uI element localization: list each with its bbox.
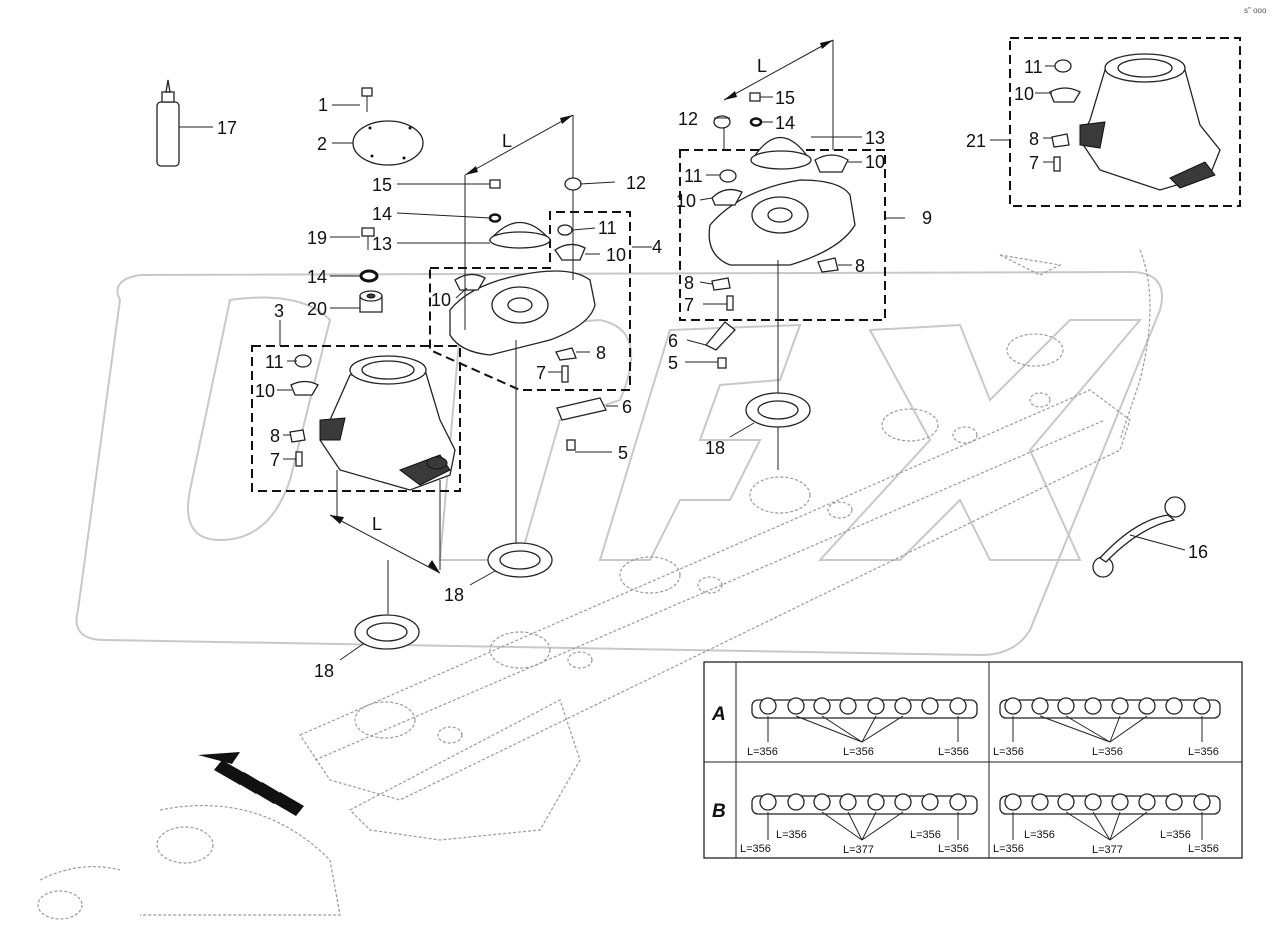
- callout-10: 10: [255, 381, 275, 401]
- part-16-ring-spanner: [1092, 496, 1186, 578]
- dimension-label-l: L: [372, 514, 382, 534]
- leader-lines: [277, 65, 1055, 460]
- part-18-ring-left: [339, 560, 420, 661]
- cutter-bar: [37, 249, 1151, 920]
- callout-11: 11: [684, 166, 703, 186]
- b2-left-top-length: L=356: [1024, 829, 1055, 841]
- configuration-table: A B L=356 L=356 L=356 L=356: [703, 661, 1243, 859]
- travel-direction-arrow: [198, 752, 304, 816]
- assembly-4-middle-disc: [429, 114, 652, 545]
- callout-18: 18: [705, 438, 725, 458]
- config-a2-diagram: [999, 697, 1221, 743]
- callout-8: 8: [684, 273, 694, 293]
- callout-12: 12: [678, 109, 698, 129]
- cutter-bar-discs: [37, 333, 1064, 920]
- callout-7: 7: [684, 295, 694, 315]
- b2-mid-length: L=377: [1092, 844, 1123, 856]
- part-2-cover-plate: [332, 120, 424, 166]
- b2-right-top-length: L=356: [1160, 829, 1191, 841]
- a1-mid-length: L=356: [843, 746, 874, 758]
- b2-right-bottom-length: L=356: [1188, 843, 1219, 855]
- config-b1-diagram: [751, 793, 978, 841]
- callout-14: 14: [307, 267, 327, 287]
- b1-mid-length: L=377: [843, 844, 874, 856]
- callout-20: 20: [307, 299, 327, 319]
- callout-3: 3: [274, 301, 284, 321]
- callout-13: 13: [865, 128, 885, 148]
- part-14-washer: [330, 269, 379, 283]
- callout-8: 8: [270, 426, 280, 446]
- callout-8: 8: [855, 256, 865, 276]
- a2-left-length: L=356: [993, 746, 1024, 758]
- callout-19: 19: [307, 228, 327, 248]
- callout-9: 9: [922, 208, 932, 228]
- callout-21: 21: [966, 131, 986, 151]
- callout-6: 6: [622, 397, 632, 417]
- callout-14: 14: [372, 204, 392, 224]
- callout-8: 8: [596, 343, 606, 363]
- part-17-sealant-tube: [156, 79, 213, 167]
- a2-mid-length: L=356: [1092, 746, 1123, 758]
- part-18-ring-right: [729, 392, 811, 438]
- row-label-a: A: [711, 704, 726, 725]
- callout-1: 1: [318, 95, 328, 115]
- config-b2-diagram: [999, 793, 1221, 841]
- callout-10: 10: [676, 191, 696, 211]
- callout-7: 7: [270, 450, 280, 470]
- b1-left-bottom-length: L=356: [740, 843, 771, 855]
- callout-15: 15: [775, 88, 795, 108]
- a1-right-length: L=356: [938, 746, 969, 758]
- part-19-bolt: [330, 227, 375, 250]
- callout-17: 17: [217, 118, 237, 138]
- callout-10: 10: [865, 152, 885, 172]
- callout-8: 8: [1029, 129, 1039, 149]
- a2-right-length: L=356: [1188, 746, 1219, 758]
- callout-labels: 17 1 2 15 12 14 11 19 13 10 4 14 10 20 3…: [217, 6, 1267, 681]
- assembly-3-left-housing: [251, 320, 461, 574]
- watermark-logo: [75, 270, 1163, 657]
- callout-11: 11: [265, 352, 284, 372]
- callout-11: 11: [598, 218, 617, 238]
- callout-7: 7: [536, 363, 546, 383]
- assembly-21-housing-kit: [990, 37, 1241, 207]
- dimension-label-l: L: [502, 131, 512, 151]
- callout-14: 14: [775, 113, 795, 133]
- callout-12: 12: [626, 173, 646, 193]
- part-1-bolt: [332, 87, 373, 112]
- b1-right-top-length: L=356: [910, 829, 941, 841]
- callout-10: 10: [431, 290, 451, 310]
- callout-18: 18: [314, 661, 334, 681]
- dimension-label-l: L: [757, 56, 767, 76]
- callout-2: 2: [317, 134, 327, 154]
- part-12-nut: [564, 177, 582, 191]
- b1-right-bottom-length: L=356: [938, 843, 969, 855]
- callout-15: 15: [372, 175, 392, 195]
- callout-10: 10: [1014, 84, 1034, 104]
- callout-13: 13: [372, 234, 392, 254]
- callout-16: 16: [1188, 542, 1208, 562]
- callout-7: 7: [1029, 153, 1039, 173]
- row-label-b: B: [712, 801, 726, 822]
- part-18-ring-middle: [469, 542, 553, 586]
- callout-4: 4: [652, 237, 662, 257]
- callout-5: 5: [668, 353, 678, 373]
- b2-left-bottom-length: L=356: [993, 843, 1024, 855]
- config-a1-diagram: [751, 697, 978, 743]
- callout-10: 10: [606, 245, 626, 265]
- a1-left-length: L=356: [747, 746, 778, 758]
- callout-18: 18: [444, 585, 464, 605]
- part-11-nut-right: [719, 169, 737, 183]
- callout-11: 11: [1024, 57, 1043, 77]
- part-11-nut: [294, 354, 312, 368]
- part-20-spacer: [330, 290, 383, 313]
- b1-left-top-length: L=356: [776, 829, 807, 841]
- corner-mark: s" ooo: [1244, 6, 1267, 15]
- callout-6: 6: [668, 331, 678, 351]
- callout-5: 5: [618, 443, 628, 463]
